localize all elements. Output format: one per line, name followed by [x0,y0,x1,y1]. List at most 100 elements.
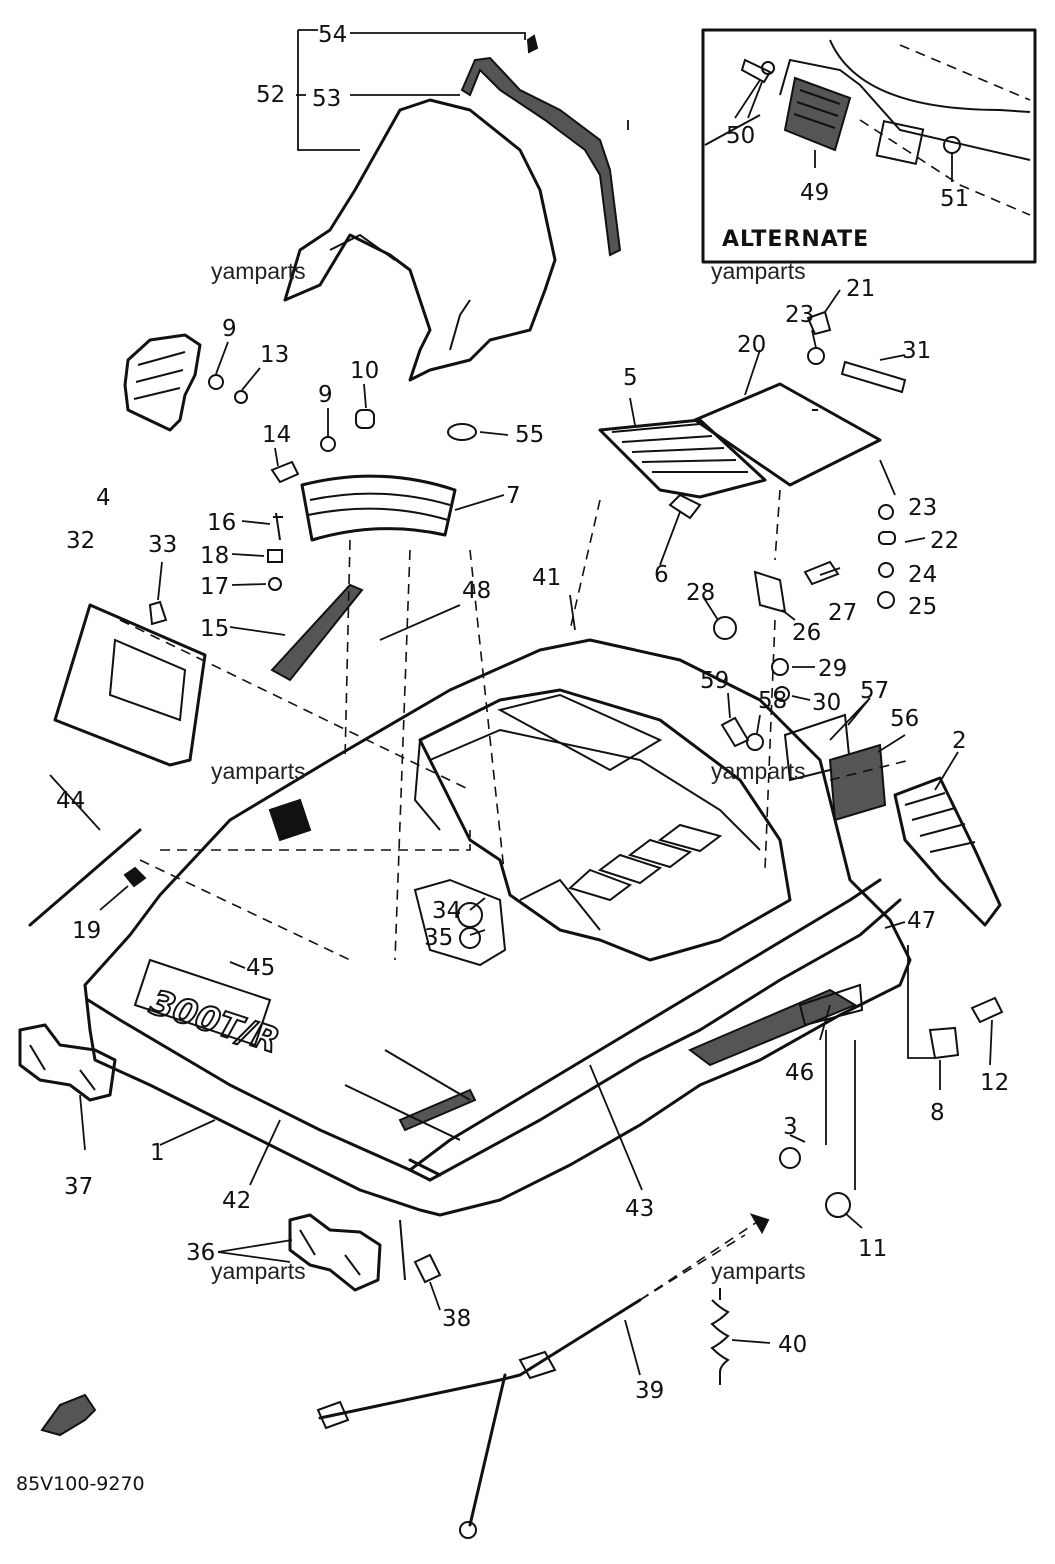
callout-16: 16 [207,510,236,536]
hood-handle-15 [270,583,364,682]
grommet-10 [355,409,375,429]
bolt-27 [803,560,840,586]
callout-38: 38 [442,1306,471,1332]
alternate-inset: ALTERNATE [701,28,1037,264]
callout-50: 50 [726,123,755,149]
callout-35: 35 [424,925,453,951]
diagram-code: 85V100-9270 [16,1473,145,1495]
nut-11 [825,1192,851,1218]
callout-13: 13 [260,342,289,368]
callout-1: 1 [150,1140,165,1166]
emblem-46 [798,983,864,1027]
callout-36: 36 [186,1240,215,1266]
callout-17: 17 [200,574,229,600]
callout-45: 45 [246,955,275,981]
nut-19 [123,866,147,888]
pin-31 [840,360,907,394]
callout-11: 11 [858,1236,887,1262]
callout-27: 27 [828,600,857,626]
callout-7: 7 [506,483,521,509]
alternate-screw-50 [740,58,775,84]
grommet-38 [413,1253,442,1284]
callout-29: 29 [818,656,847,682]
grommet-28 [713,616,737,640]
callout-43: 43 [625,1196,654,1222]
part-58 [746,733,764,751]
watermark: yamparts [211,758,306,784]
side-panel-32 [53,603,207,767]
spacer-22 [878,531,896,545]
callout-56: 56 [890,706,919,732]
callout-55: 55 [515,422,544,448]
callout-22: 22 [930,528,959,554]
callout-8: 8 [930,1100,945,1126]
watermark: yamparts [711,1258,806,1284]
hood-1: 300T/R [83,638,912,1217]
callout-15: 15 [200,616,229,642]
latch-56 [828,743,887,822]
washer-9a [208,374,224,390]
alternate-label: ALTERNATE [722,227,869,252]
hinge-36 [288,1213,382,1292]
callout-23b: 23 [908,495,937,521]
callout-34: 34 [432,898,461,924]
callout-14: 14 [262,422,291,448]
callout-48: 48 [462,578,491,604]
windshield-trim-54 [460,34,622,257]
callout-53: 53 [312,86,341,112]
side-grille-2 [893,776,1002,927]
callout-9a: 9 [222,316,237,342]
callout-4: 4 [96,485,111,511]
callout-3: 3 [783,1114,798,1140]
rod-44 [28,828,142,927]
hinge-37 [18,1023,117,1151]
washer-9b [320,436,336,452]
nut-25 [877,591,895,609]
callout-42: 42 [222,1188,251,1214]
watermark: yamparts [211,1258,306,1284]
callout-18: 18 [200,543,229,569]
grommet-8 [928,1026,960,1060]
socket-35 [459,927,481,949]
watermarks: yamparts yamparts yamparts yamparts yamp… [211,258,806,1284]
callout-57: 57 [860,678,889,704]
callout-19: 19 [72,918,101,944]
vent-grille-4 [123,333,202,432]
cover-plate-20 [693,382,882,487]
nut-29 [771,658,789,676]
washer-55 [447,423,477,441]
leader-lines [49,29,993,1376]
callout-46: 46 [785,1060,814,1086]
callout-2: 2 [952,728,967,754]
callout-5: 5 [623,365,638,391]
nut-18 [267,549,283,563]
callout-23a: 23 [785,302,814,328]
callout-40: 40 [778,1332,807,1358]
callout-24: 24 [908,562,937,588]
callout-41: 41 [532,565,561,591]
watermark: yamparts [711,758,806,784]
bracket-26 [753,570,787,614]
assembly-lines [119,489,911,1301]
bulb-34 [457,902,483,928]
alternate-nut-51 [943,136,961,154]
callout-39: 39 [635,1378,664,1404]
nut-13 [234,390,248,404]
callout-10: 10 [350,358,379,384]
callout-numbers: 54 52 53 9 13 10 9 14 55 4 7 16 18 17 32… [56,22,1009,1404]
callout-25: 25 [908,594,937,620]
spring-40 [710,1288,730,1385]
windshield [283,98,557,382]
callout-37: 37 [64,1174,93,1200]
washer-24 [878,562,894,578]
hood-logo: 300T/R [145,983,284,1062]
callout-6: 6 [654,562,669,588]
bolt-14 [270,460,300,484]
callout-26: 26 [792,620,821,646]
callout-44: 44 [56,788,85,814]
part-59 [720,716,750,748]
callout-30: 30 [812,690,841,716]
grille-panel-7 [300,474,457,542]
callout-9b: 9 [318,382,333,408]
